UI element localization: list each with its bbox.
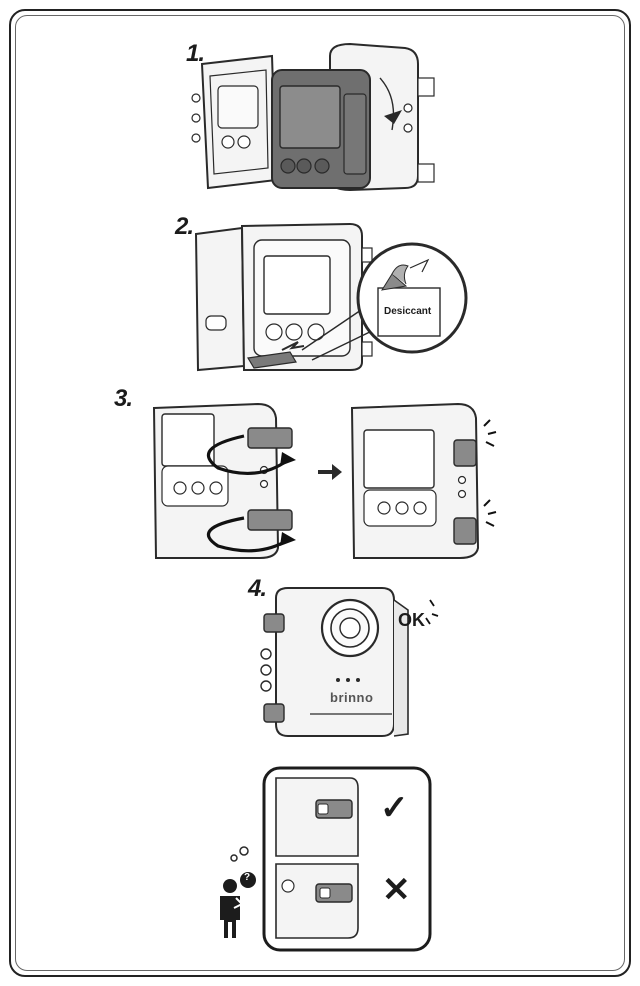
ok-label: OK	[398, 610, 425, 630]
step-1-insert-camera-illustration	[191, 42, 435, 192]
step-4-number: 4.	[248, 575, 267, 602]
correct-check-icon: ✓	[380, 789, 409, 827]
step-3-number: 3.	[114, 385, 133, 412]
step-2-number: 2.	[175, 213, 194, 240]
step-1-number: 1.	[186, 40, 205, 67]
question-mark: ?	[244, 872, 251, 883]
page-inner-border	[15, 15, 625, 971]
brand-logo: brinno	[330, 690, 374, 705]
incorrect-cross-icon: ✕	[382, 871, 411, 909]
step-2-desiccant-illustration	[194, 222, 468, 372]
step-4-closed-housing-illustration	[260, 587, 439, 737]
page-outer-border	[9, 9, 631, 977]
step-3-latch-illustration	[152, 402, 497, 559]
thinking-person-icon	[220, 846, 256, 938]
desiccant-label: Desiccant	[384, 306, 432, 317]
latch-check-panel	[262, 766, 432, 952]
